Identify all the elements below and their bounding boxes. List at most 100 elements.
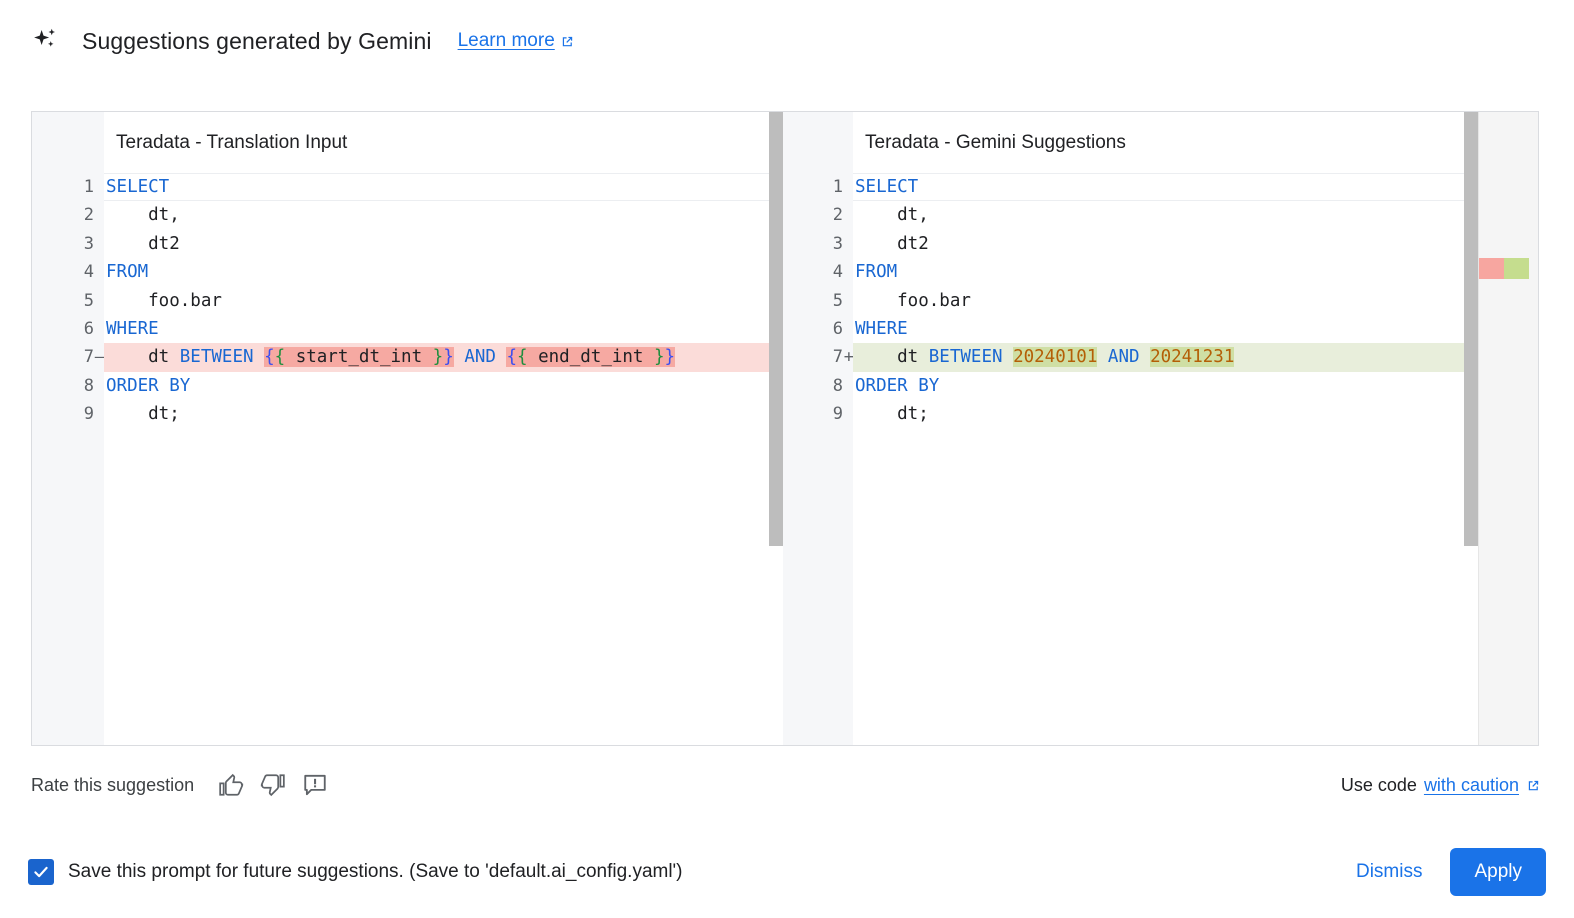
code-line[interactable]: dt;	[853, 400, 1538, 428]
line-number: 1	[83, 177, 94, 197]
external-link-icon	[1528, 780, 1539, 790]
code-line[interactable]: dt2	[853, 230, 1538, 258]
line-number: 7+	[783, 343, 854, 371]
diff-marker-added: +	[843, 347, 854, 368]
save-prompt-row: Save this prompt for future suggestions.…	[28, 848, 683, 896]
diff-overview-ruler[interactable]	[1478, 112, 1538, 745]
ruler-mark-deleted[interactable]	[1479, 258, 1504, 279]
code-token: WHERE	[855, 318, 908, 339]
line-number: 4	[83, 262, 94, 283]
use-code-caution: Use code with caution	[1341, 763, 1541, 807]
code-line[interactable]: ORDER BY	[853, 372, 1538, 400]
external-link-icon	[562, 36, 572, 46]
code-line[interactable]: dt,	[104, 201, 783, 229]
code-line[interactable]: dt;	[104, 400, 783, 428]
code-token: AND	[1107, 347, 1140, 368]
code-token: {	[274, 347, 286, 368]
line-number: 9	[832, 404, 843, 425]
code-token: 20240101	[1013, 347, 1098, 368]
code-token: BETWEEN	[179, 347, 265, 368]
code-token: dt,	[106, 205, 180, 226]
code-token: ORDER BY	[106, 375, 191, 396]
line-number: 2	[832, 205, 843, 226]
footer-actions: Dismiss Apply	[1338, 845, 1546, 899]
code-token: dt	[106, 347, 180, 368]
code-line[interactable]: FROM	[853, 258, 1538, 286]
code-line[interactable]: FROM	[104, 258, 783, 286]
page-title: Suggestions generated by Gemini	[82, 27, 432, 54]
rate-icon-group	[218, 772, 328, 798]
thumb-up-icon[interactable]	[218, 772, 244, 798]
code-line[interactable]: WHERE	[853, 315, 1538, 343]
code-token: WHERE	[106, 318, 159, 339]
code-token: SELECT	[855, 177, 919, 197]
report-feedback-icon[interactable]	[302, 772, 328, 798]
thumb-down-icon[interactable]	[260, 772, 286, 798]
line-number: 6	[83, 318, 94, 339]
code-token: dt,	[855, 205, 929, 226]
line-number: 6	[832, 318, 843, 339]
line-number: 9	[83, 404, 94, 425]
pane-title-input: Teradata - Translation Input	[104, 112, 783, 173]
diff-marker-removed: —	[94, 347, 105, 368]
code-token: dt2	[855, 233, 929, 254]
code-token: dt;	[855, 404, 929, 425]
code-line[interactable]: ORDER BY	[104, 372, 783, 400]
code-line[interactable]: dt BETWEEN {{ start_dt_int }} AND {{ end…	[104, 343, 783, 372]
apply-button[interactable]: Apply	[1450, 848, 1546, 896]
code-line[interactable]: foo.bar	[104, 287, 783, 315]
code-line[interactable]: dt2	[104, 230, 783, 258]
code-line[interactable]: foo.bar	[853, 287, 1538, 315]
scrollbar-right[interactable]	[1464, 112, 1478, 745]
code-token: end_dt_int	[527, 347, 654, 368]
save-prompt-checkbox[interactable]	[28, 859, 54, 885]
line-number: 3	[83, 233, 94, 254]
code-token: {	[506, 347, 518, 368]
code-area-right[interactable]: Teradata - Gemini Suggestions SELECT dt,…	[853, 112, 1538, 745]
use-code-prefix: Use code	[1340, 774, 1417, 795]
line-number: 1	[832, 177, 843, 197]
code-token: 20241231	[1150, 347, 1235, 368]
code-token: ORDER BY	[855, 375, 940, 396]
code-token	[496, 347, 507, 367]
line-number: 2	[83, 205, 94, 226]
dismiss-button[interactable]: Dismiss	[1338, 849, 1441, 895]
line-number: 5	[83, 290, 94, 311]
code-token	[454, 347, 465, 367]
code-token: }	[432, 347, 444, 368]
code-line[interactable]: WHERE	[104, 315, 783, 343]
code-token: SELECT	[106, 177, 170, 197]
code-line[interactable]: SELECT	[853, 173, 1538, 201]
code-token: {	[517, 347, 528, 368]
code-token: }	[664, 347, 676, 368]
panel-header: Suggestions generated by Gemini Learn mo…	[30, 26, 575, 56]
with-caution-link[interactable]: with caution	[1423, 774, 1519, 795]
code-token: start_dt_int	[285, 347, 433, 368]
learn-more-link[interactable]: Learn more	[458, 30, 575, 52]
code-token	[1097, 347, 1108, 367]
scrollbar-thumb-left[interactable]	[769, 112, 783, 546]
code-token: foo.bar	[106, 290, 222, 311]
code-line[interactable]: SELECT	[104, 173, 783, 201]
code-token: dt;	[106, 404, 180, 425]
code-line[interactable]: dt,	[853, 201, 1538, 229]
line-number: 8	[83, 375, 94, 396]
ruler-mark-added[interactable]	[1504, 258, 1529, 279]
code-token: foo.bar	[855, 290, 971, 311]
code-token: FROM	[106, 262, 149, 283]
code-area-left[interactable]: Teradata - Translation Input SELECT dt, …	[104, 112, 783, 745]
scrollbar-thumb-right[interactable]	[1464, 112, 1478, 546]
sparkle-icon	[30, 26, 60, 56]
line-number: 8	[832, 375, 843, 396]
code-token: dt2	[106, 233, 180, 254]
code-token: FROM	[855, 262, 898, 283]
line-number: 5	[832, 290, 843, 311]
code-line[interactable]: dt BETWEEN 20240101 AND 20241231	[853, 343, 1538, 372]
learn-more-label: Learn more	[457, 30, 555, 51]
scrollbar-left[interactable]	[769, 112, 783, 745]
